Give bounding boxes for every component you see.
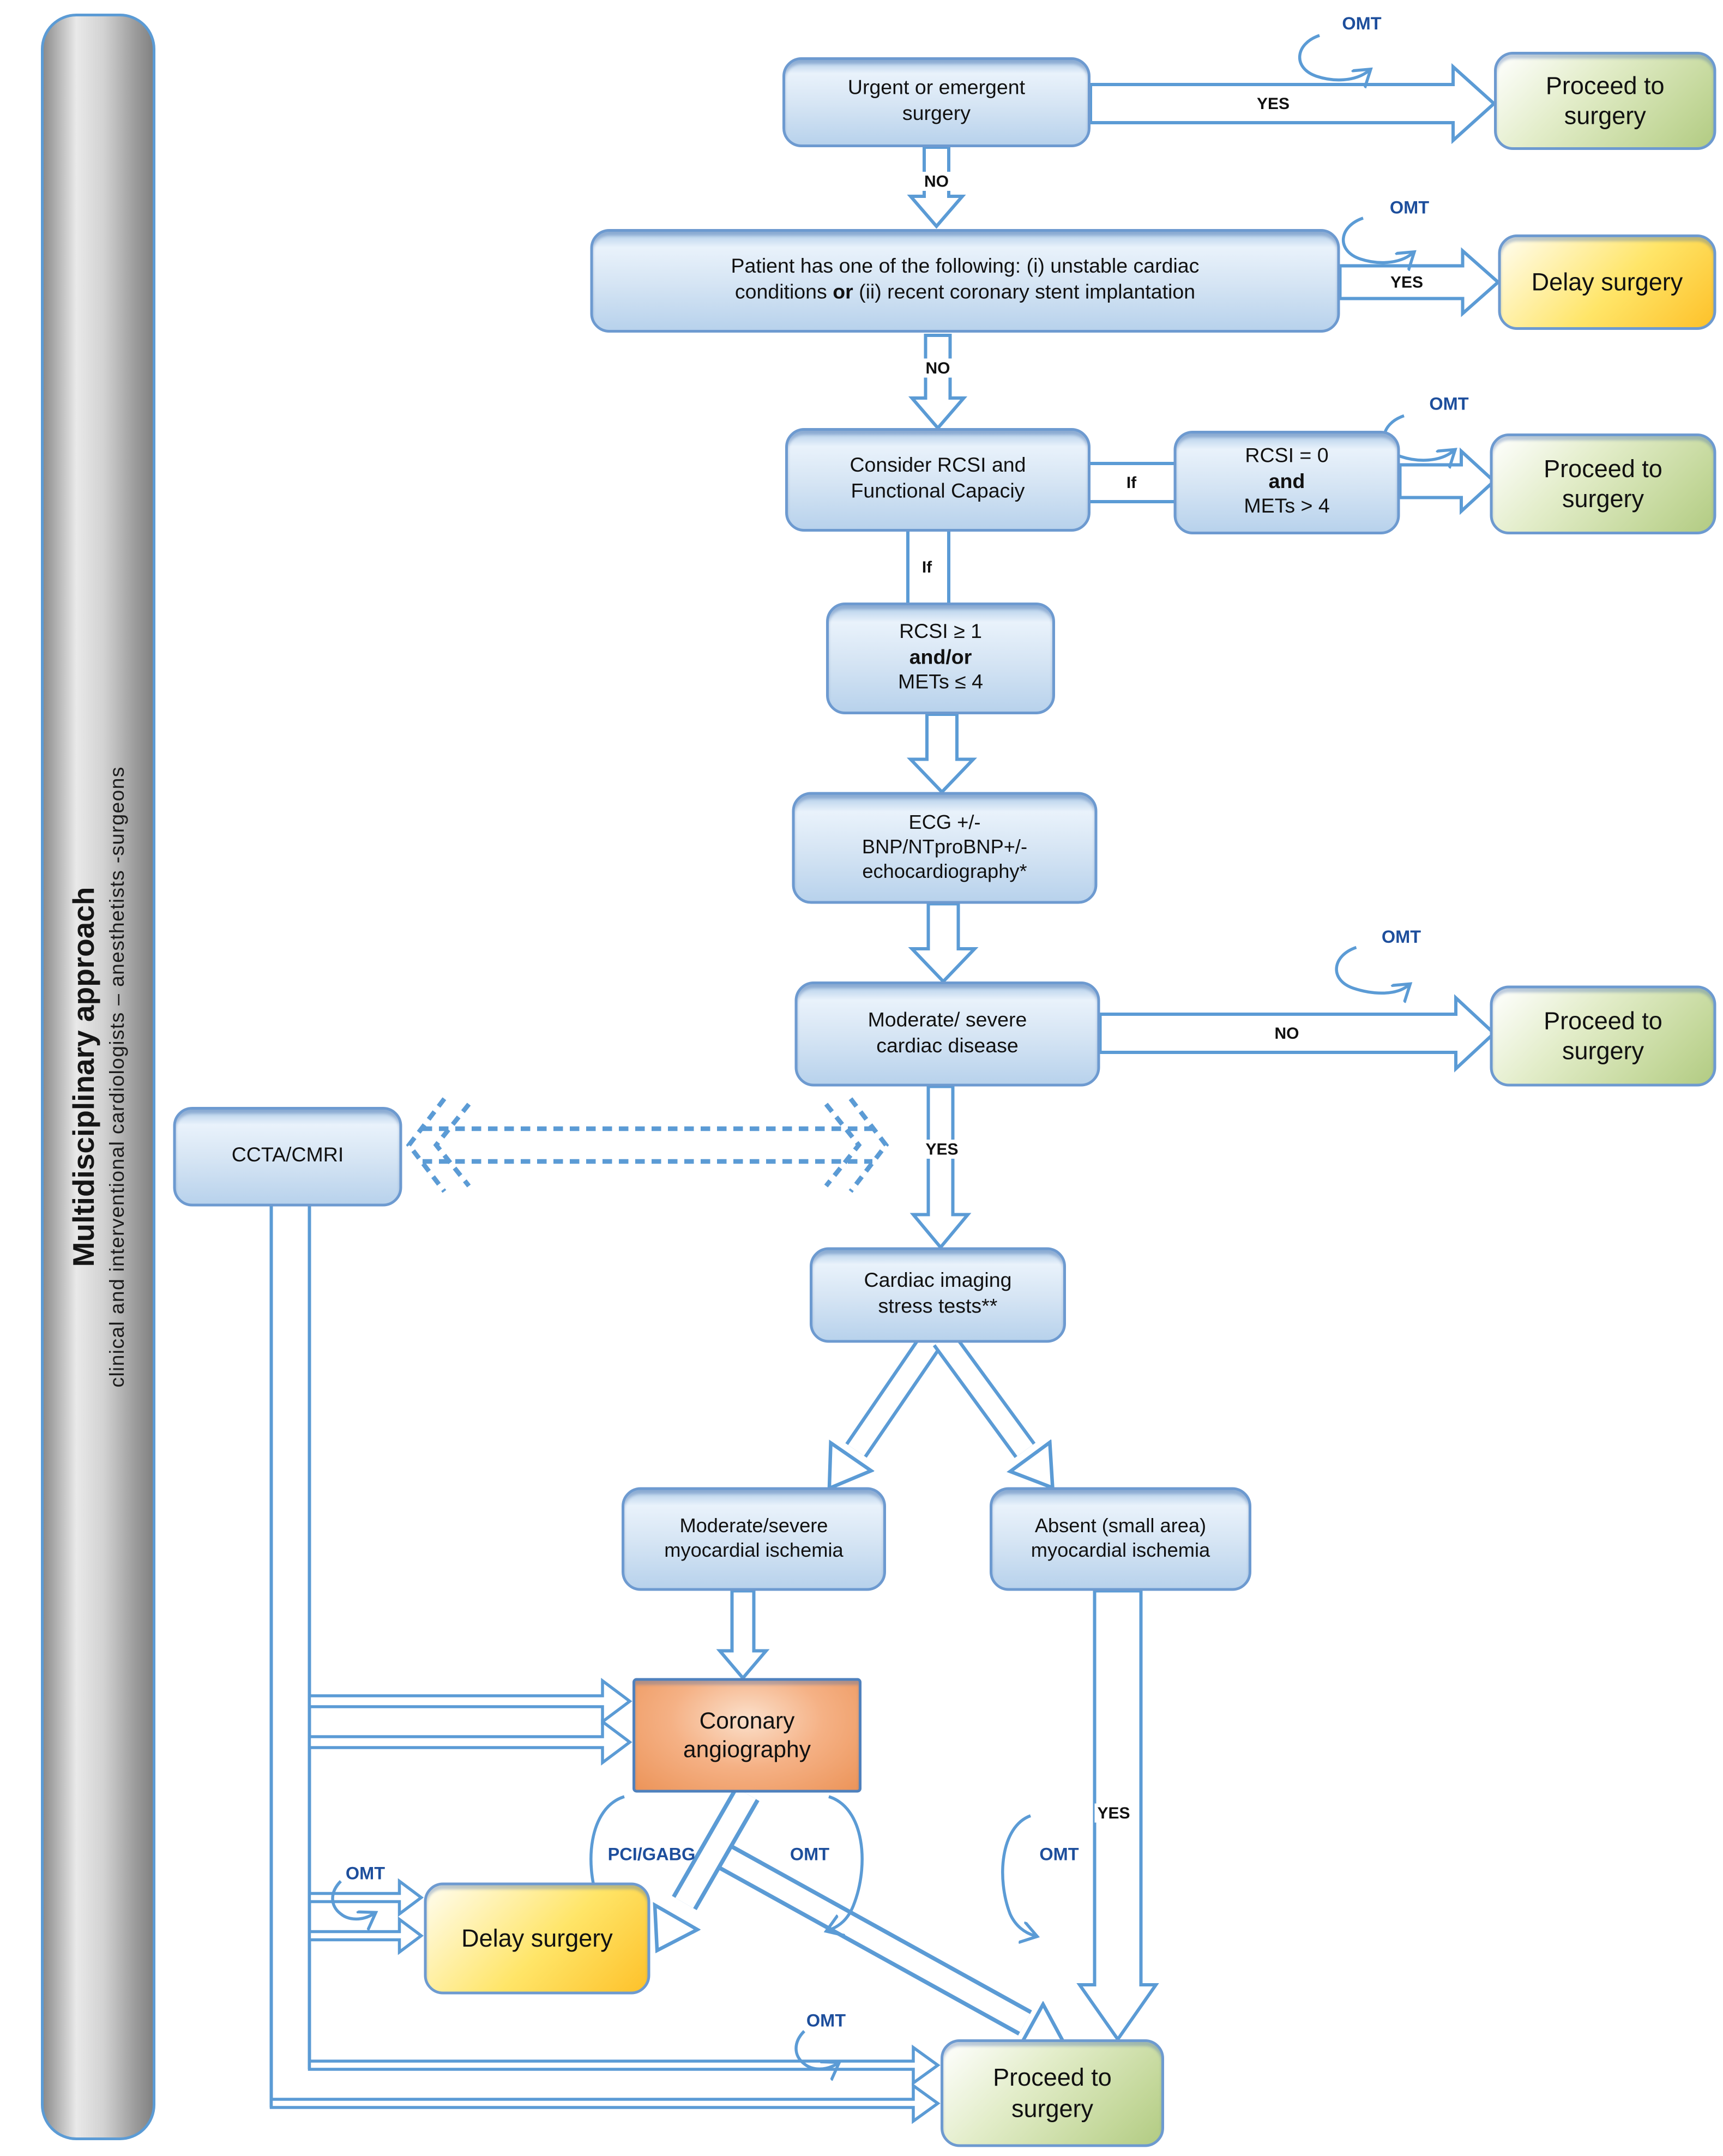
rail-arrow-proceed-1 [308, 2044, 941, 2086]
dashed-double-arrow-ccta [406, 1097, 889, 1193]
arrow-rcsi1-to-ecg [906, 713, 978, 794]
edge-label-no-3: NO [1272, 1023, 1302, 1043]
rcsi1-line3: METs ≤ 4 [897, 671, 984, 695]
edge-label-omt-1: OMT [1342, 13, 1382, 34]
node-delay-surgery-2: Delay surgery [424, 1882, 650, 1995]
edge-label-yes-1: YES [1254, 94, 1293, 113]
arrow-no-patient-to-consider [908, 334, 968, 431]
node-consider-rcsi: Consider RCSI and Functional Capaciy [785, 428, 1091, 532]
rail-arrow-coronary-1 [308, 1678, 632, 1725]
node-delay-surgery-1: Delay surgery [1498, 234, 1716, 330]
node-proceed-surgery-2: Proceed to surgery [1490, 433, 1716, 534]
sidebar-subtitle: clinical and interventional cardiologist… [106, 766, 129, 1388]
node-proceed-surgery-4: Proceed to surgery [941, 2039, 1164, 2147]
edge-label-if-1: If [1123, 473, 1140, 492]
patient-conditions-text: Patient has one of the following: (i) un… [731, 255, 1200, 304]
node-cardiac-imaging-stress-tests: Cardiac imaging stress tests** [810, 1247, 1066, 1343]
edge-label-omt-2: OMT [1389, 197, 1430, 218]
edge-label-yes-3: YES [923, 1140, 961, 1159]
node-rcsi-0-mets-gt4: RCSI = 0 and METs > 4 [1173, 431, 1400, 534]
edge-label-omt-7: OMT [345, 1863, 385, 1883]
rcsi0-line2: and [1268, 469, 1305, 493]
ccta-rail [269, 1206, 311, 2107]
arrow-yes-moderate-to-stress [909, 1085, 972, 1250]
node-urgent-surgery: Urgent or emergent surgery [782, 57, 1091, 147]
edge-label-no-1: NO [921, 172, 951, 191]
edge-label-omt-6: OMT [790, 1844, 830, 1864]
edge-label-yes-2: YES [1387, 273, 1426, 292]
arrow-ecg-to-moderate [908, 902, 979, 984]
split-arrows-stress [848, 1330, 1033, 1461]
node-coronary-angiography: Coronary angiography [632, 1678, 862, 1793]
node-ccta-cmri: CCTA/CMRI [173, 1107, 402, 1207]
arrow-rcsi0-to-proceed [1398, 447, 1497, 515]
node-absent-small-area-ischemia: Absent (small area) myocardial ischemia [990, 1487, 1251, 1591]
node-patient-conditions: Patient has one of the following: (i) un… [590, 229, 1340, 333]
rcsi1-line2: and/or [909, 646, 972, 669]
sidebar-title: Multidisciplinary approach [67, 887, 101, 1267]
rcsi1-line1: RCSI ≥ 1 [899, 620, 982, 643]
node-rcsi-ge1-mets-le4: RCSI ≥ 1 and/or METs ≤ 4 [826, 603, 1055, 714]
edge-label-omt-8: OMT [806, 2010, 846, 2031]
rail-arrow-delay-2 [308, 1916, 424, 1955]
edge-label-no-2: NO [923, 358, 953, 378]
node-ecg-bnp-echo: ECG +/- BNP/NTproBNP+/- echocardiography… [792, 792, 1098, 904]
node-moderate-severe-ischemia: Moderate/severe myocardial ischemia [622, 1487, 886, 1591]
edge-label-if-2: If [919, 557, 935, 577]
node-proceed-surgery-3: Proceed to surgery [1490, 985, 1716, 1087]
node-moderate-cardiac-disease: Moderate/ severe cardiac disease [794, 981, 1100, 1087]
sidebar-rotated-text: Multidisciplinary approach clinical and … [64, 766, 132, 1387]
arrow-modisch-to-coronary [716, 1589, 770, 1681]
edge-label-omt-3: OMT [1429, 393, 1469, 414]
edge-label-pci-cabg: PCI/GABG [607, 1844, 696, 1864]
zigzag-arrows-coronary [673, 1786, 1036, 2028]
rcsi0-line1: RCSI = 0 [1245, 444, 1329, 468]
sidebar-multidisciplinary: Multidisciplinary approach clinical and … [41, 14, 155, 2140]
rcsi0-line3: METs > 4 [1244, 495, 1330, 519]
rail-arrow-proceed-2 [269, 2082, 941, 2124]
edge-label-yes-4: YES [1094, 1803, 1133, 1823]
rail-arrow-coronary-2 [308, 1719, 632, 1766]
edge-label-omt-4: OMT [1381, 926, 1421, 947]
rail-arrow-delay-1 [308, 1878, 424, 1917]
node-proceed-surgery-1: Proceed to surgery [1494, 52, 1716, 150]
edge-label-omt-5: OMT [1039, 1844, 1079, 1864]
